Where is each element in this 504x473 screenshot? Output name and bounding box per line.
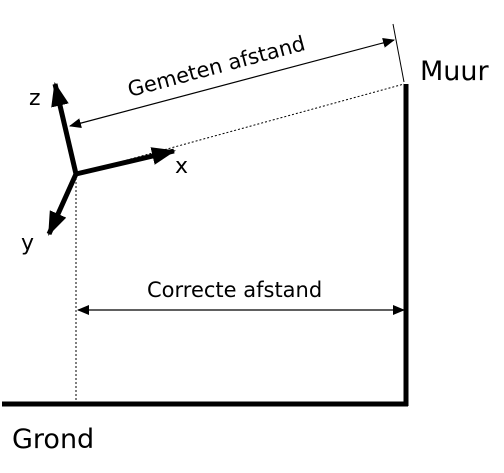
wall-label: Muur <box>420 56 490 87</box>
ground-label: Grond <box>12 424 94 455</box>
measured-distance-label: Gemeten afstand <box>125 31 308 101</box>
z-axis-label: z <box>29 86 41 111</box>
y-axis-arrow <box>46 172 79 236</box>
x-axis-arrow <box>75 147 176 177</box>
measured-extension-tick <box>392 23 405 83</box>
coordinate-axes <box>46 82 176 236</box>
z-axis-arrow <box>51 82 79 175</box>
y-axis-label: y <box>21 231 34 256</box>
correct-distance-label: Correcte afstand <box>147 278 322 302</box>
x-axis-label: x <box>175 154 188 179</box>
measured-distance-arrow <box>69 37 395 129</box>
